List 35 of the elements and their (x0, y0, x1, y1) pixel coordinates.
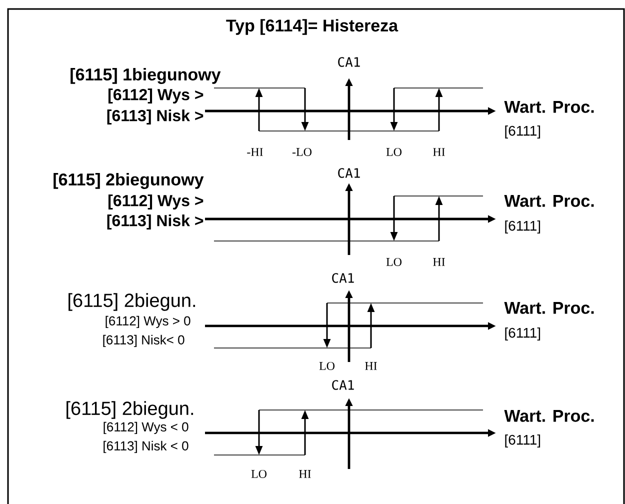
setting-label: [6115] 2biegun. (66, 401, 194, 419)
setting-label: [6113] Nisk > (107, 214, 204, 230)
parameter-label: [6111] (505, 327, 540, 340)
setting-label: [6112] Wys > (108, 194, 204, 210)
setting-label: [6115] 2biegun. (68, 293, 196, 311)
axis-label: CA1 (338, 168, 360, 178)
axis-label: Wart. Proc. (504, 410, 594, 422)
title: Typ [6114]= Histereza (226, 19, 398, 35)
setting-label: [6113] Nisk < 0 (104, 440, 188, 454)
threshold-label: LO (386, 258, 402, 266)
parameter-label: [6111] (505, 434, 540, 448)
axis-label: CA1 (332, 380, 354, 390)
threshold-label: -HI (247, 148, 263, 156)
threshold-label: HI (433, 148, 445, 156)
setting-label: [6112] Wys < 0 (104, 422, 188, 434)
setting-label: [6112] Wys > 0 (106, 316, 190, 328)
parameter-label: [6111] (505, 125, 540, 139)
setting-label: [6115] 1biegunowy (70, 68, 221, 84)
axis-label: Wart. Proc. (504, 195, 594, 207)
setting-label: [6113] Nisk > (107, 110, 204, 124)
setting-label: [6112] Wys > (108, 88, 204, 104)
parameter-label: [6111] (505, 220, 540, 234)
setting-label: [6115] 2biegunowy (54, 173, 204, 189)
axis-label: Wart. Proc. (504, 302, 594, 314)
threshold-label: HI (299, 470, 311, 478)
axis-label: CA1 (332, 273, 354, 283)
threshold-label: LO (319, 362, 334, 370)
axis-label: Wart. Proc. (504, 101, 594, 113)
threshold-label: HI (365, 362, 377, 370)
threshold-label: LO (386, 148, 402, 156)
threshold-label: -LO (292, 148, 312, 156)
threshold-label: LO (251, 470, 266, 478)
threshold-label: HI (433, 258, 445, 266)
setting-label: [6113] Nisk< 0 (103, 334, 184, 348)
axis-label: CA1 (338, 57, 360, 67)
